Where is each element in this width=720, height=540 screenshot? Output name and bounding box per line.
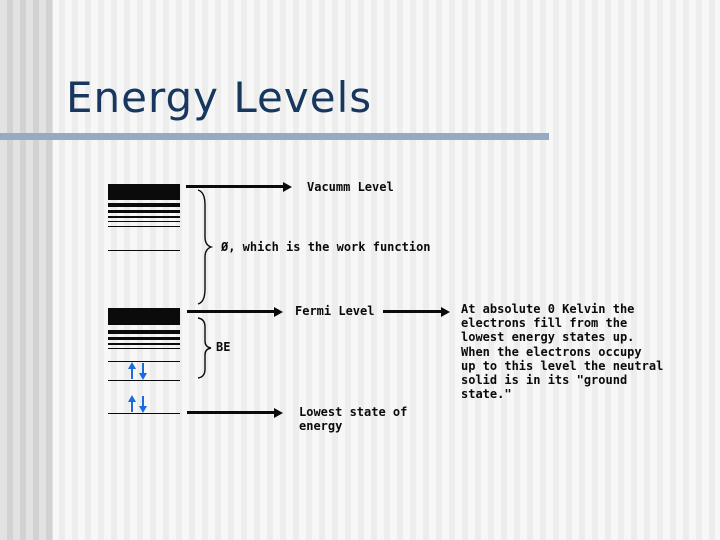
vacuum-level-label: Vacumm Level [307, 180, 394, 194]
fermi-band-block [108, 308, 180, 325]
work-function-label: Ø, which is the work function [221, 240, 431, 254]
spin-down-arrow-icon [139, 396, 147, 413]
energy-level-line [108, 343, 180, 345]
title-divider [0, 133, 549, 140]
energy-level-line [108, 250, 180, 251]
lowest-state-label: Lowest state of energy [299, 405, 408, 434]
ground-state-note: At absolute 0 Kelvin the electrons fill … [461, 302, 664, 402]
energy-level-line [108, 210, 180, 213]
upper-band-block [108, 184, 180, 200]
energy-level-line [108, 380, 180, 381]
left-stripe-band [0, 0, 53, 540]
page-title: Energy Levels [66, 73, 373, 122]
lowest-state-arrow-icon [187, 407, 283, 418]
fermi-level-arrow-icon [187, 306, 283, 317]
spin-down-arrow-icon [139, 363, 147, 380]
spin-up-arrow-icon [128, 362, 136, 379]
energy-level-line [108, 221, 180, 222]
energy-level-line [108, 203, 180, 207]
energy-level-line [108, 361, 180, 362]
fermi-note-arrow-icon [383, 306, 450, 317]
energy-level-line [108, 330, 180, 334]
energy-level-line [108, 226, 180, 227]
energy-level-line [108, 216, 180, 218]
energy-level-line [108, 413, 180, 414]
energy-level-line [108, 348, 180, 349]
binding-energy-brace [197, 317, 213, 379]
energy-level-line [108, 337, 180, 340]
vacuum-level-arrow-icon [186, 181, 292, 192]
binding-energy-label: BE [216, 340, 231, 354]
fermi-level-label: Fermi Level [295, 304, 375, 318]
work-function-brace [197, 189, 213, 305]
spin-up-arrow-icon [128, 395, 136, 412]
